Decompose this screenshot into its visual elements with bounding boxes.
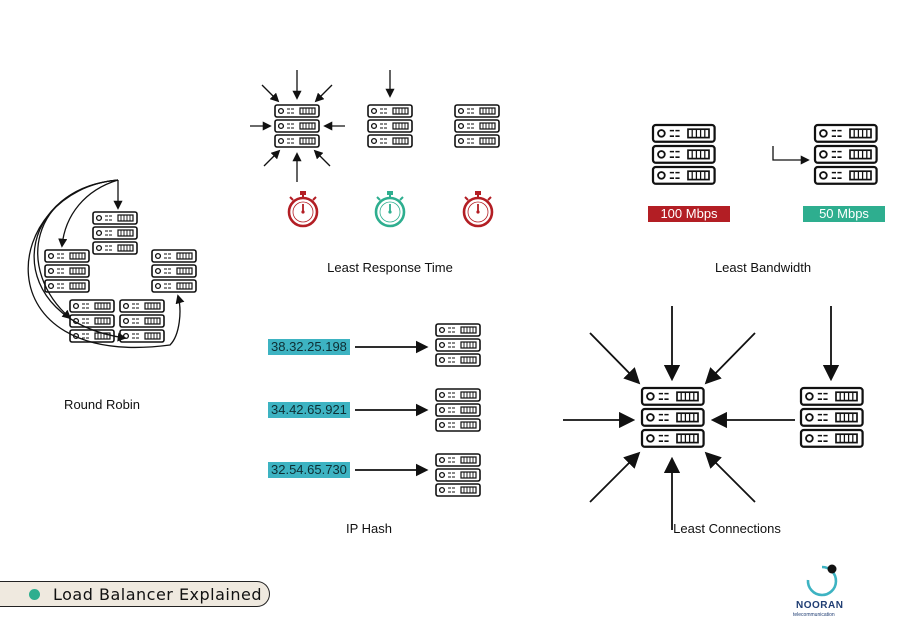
least-connections-label: Least Connections [673,521,781,536]
least-response-time-label: Least Response Time [327,260,453,275]
rr-server-2 [44,249,90,293]
round-robin-label: Round Robin [64,397,140,412]
least-response-time-section [250,70,500,228]
least-bandwidth-label: Least Bandwidth [714,260,812,275]
iph-server-1 [435,323,481,367]
least-connections-section [563,306,864,530]
bandwidth-badge-low: 50 Mbps [803,206,885,222]
bandwidth-badge-high: 100 Mbps [648,206,730,222]
title-pill: Load Balancer Explained [0,581,270,607]
title-text: Load Balancer Explained [53,585,263,604]
ip-address-label: 32.54.65.730 [268,462,350,478]
rr-server-5 [119,299,165,343]
stopwatch-icon [374,189,406,228]
rr-server-4 [69,299,115,343]
rr-curved-arrows [27,179,185,348]
iph-arrows [355,340,429,477]
stopwatch-icon [462,189,494,228]
bullet-dot-icon [29,589,40,600]
lrt-server-1 [274,104,320,148]
brand-tagline: telecommunication [793,612,835,618]
lb-arrow [772,146,810,165]
lrt-server-3 [454,104,500,148]
round-robin-section [27,179,197,348]
lb-server-2 [813,123,878,185]
iph-server-3 [435,453,481,497]
nooran-logo-icon [806,564,838,597]
ip-address-label: 34.42.65.921 [268,402,350,418]
iph-server-2 [435,388,481,432]
least-bandwidth-section [651,123,878,185]
rr-server-3 [151,249,197,293]
brand-name: NOORAN [796,600,844,611]
lrt-server-2 [367,104,413,148]
lb-server-1 [651,123,716,185]
lc-server-side [799,386,864,448]
ip-hash-section [355,323,481,497]
lrt-arrows [250,70,395,182]
stopwatch-icon [287,189,319,228]
rr-server-1 [92,211,138,255]
ip-hash-label: IP Hash [345,521,393,536]
lc-server-main [640,386,705,448]
lc-arrows [563,306,840,530]
ip-address-label: 38.32.25.198 [268,339,350,355]
